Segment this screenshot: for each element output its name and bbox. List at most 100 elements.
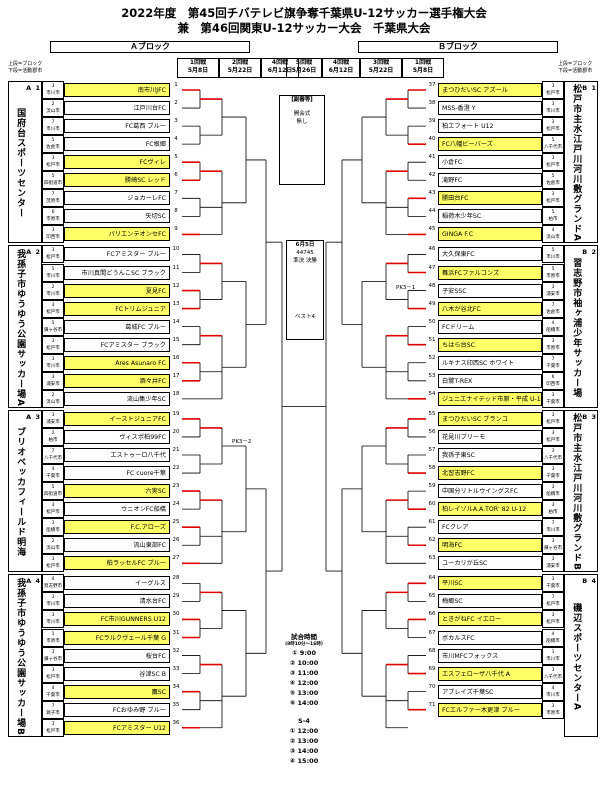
team-name: 明海FC [438, 538, 542, 553]
team-name: FC根郷 [64, 137, 170, 152]
team-number: 18 [172, 390, 180, 397]
team-number: 36 [172, 719, 180, 726]
team-block: 3 [51, 338, 55, 344]
team-block: 1 [51, 631, 55, 637]
team-name: 桜台FC [64, 648, 170, 663]
team-name: 我孫子東SC [438, 448, 542, 462]
team-block: 5 [551, 266, 555, 272]
note-box: 【副審等】 開会式 無し [279, 95, 325, 185]
venue-id: B 1 [582, 84, 597, 92]
team-block: 4 [551, 228, 555, 234]
team-block: 2 [51, 430, 55, 436]
team-block: 5 [51, 138, 55, 144]
team-name: イーストジュニアFC [64, 411, 170, 426]
team-region-label: 松戸市 [46, 163, 60, 169]
team-number: 12 [172, 282, 180, 289]
team-block: 7 [51, 449, 55, 454]
team-block: 7 [551, 521, 555, 527]
team-region-label: 浦安市 [546, 564, 560, 570]
venue-name: 松戸市主水江戸川河川敷グランドB [571, 413, 582, 572]
team-block: 3 [551, 412, 555, 418]
team-name: 六実SC [64, 484, 170, 499]
team-name: 柏エフォート U12 [438, 119, 542, 134]
team-name: FCクレア [438, 520, 542, 535]
team-number: 10 [172, 246, 180, 253]
team-block: 1 [551, 649, 555, 655]
team-block: 5 [51, 266, 55, 272]
venue-name: 松戸市主水江戸川河川敷グランドA [571, 84, 582, 243]
team-number: 6 [174, 172, 178, 179]
team-name: 小倉FC [438, 155, 542, 170]
team-name: 柏ラッセルFC ブルー [64, 556, 170, 571]
team-name: エスフェローザ八千代 A [438, 666, 542, 681]
team-block: 3 [51, 356, 55, 362]
team-block: 4 [51, 577, 55, 583]
team-region-label: 市原市 [546, 345, 560, 351]
team-region-label: 松戸市 [546, 437, 560, 443]
team-block: 7 [551, 595, 555, 601]
team-name: FC市川GUNNERS U12 [64, 612, 170, 627]
team-number: 46 [428, 246, 436, 253]
team-block: 3 [51, 557, 55, 563]
team-region-label: 佐倉市 [546, 181, 560, 187]
team-name: ときがねFC イエロー [438, 612, 542, 627]
team-name: 柏レイソルA.A.TOR' 82 U-12 [438, 502, 542, 517]
team-region-label: 船橋市 [546, 638, 560, 644]
team-name: MSS-香澄 Y [438, 101, 542, 116]
team-name: ジュニエナイテッド市原・平成 U-12 [438, 391, 542, 406]
team-block: 3 [51, 613, 55, 619]
team-block: 4 [551, 631, 555, 637]
team-number: 51 [428, 336, 436, 343]
team-name: 子安SSC [438, 283, 542, 298]
team-region-label: 松戸市 [546, 199, 560, 205]
venue-id: B 4 [582, 577, 597, 586]
team-number: 9 [174, 226, 178, 233]
venue-id: A 2 [26, 248, 41, 257]
team-region-label: 市川市 [46, 127, 60, 133]
team-name: FCアミスター U12 [64, 720, 170, 735]
team-number: 3 [174, 118, 178, 125]
team-number: 44 [428, 208, 436, 215]
team-name: 平川SC [438, 576, 542, 591]
team-region-label: 習志野市 [44, 584, 62, 590]
team-region-label: 市原市 [546, 273, 560, 279]
team-block: 6 [51, 210, 55, 216]
team-block: 5 [51, 174, 55, 180]
team-region-label: 浦安市 [46, 419, 60, 425]
team-number: 4 [174, 136, 178, 143]
team-number: 37 [428, 82, 436, 88]
team-name: 南市川JFC [64, 83, 170, 97]
schedule: 試合時間 (8時10分～16時) ① 9:00 ② 10:00 ③ 11:00 … [285, 633, 323, 765]
team-block: 5 [51, 320, 55, 326]
team-name: FCヴィレ [64, 155, 170, 170]
team-name: Ares Asunaro FC [64, 355, 170, 370]
team-block: 3 [51, 374, 55, 380]
team-region-label: 柏市 [48, 437, 58, 443]
team-name: エストゥーロ八千代 [64, 448, 170, 462]
team-region-label: 八千代市 [544, 674, 562, 680]
team-region-label: 松戸市 [46, 255, 60, 261]
